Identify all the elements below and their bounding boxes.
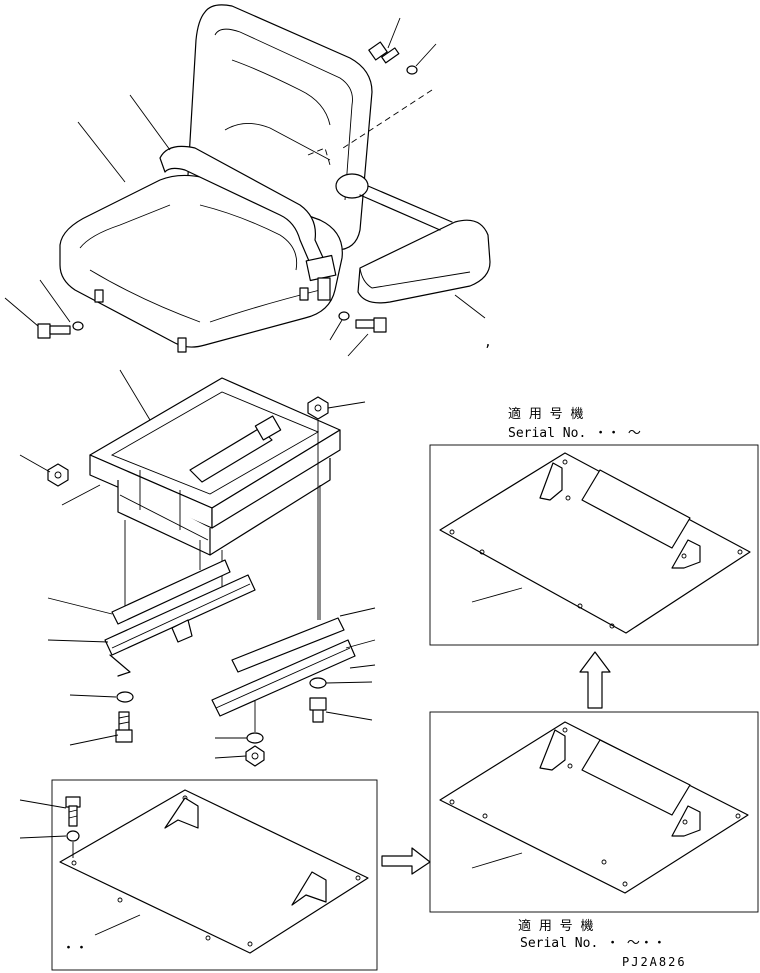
- washer-floor: [66, 830, 80, 842]
- serial-label-upper-en: Serial No. ・・ ～: [508, 426, 641, 441]
- serial-label-lower-jp: 適 用 号 機: [518, 918, 593, 934]
- armrest-attachment-line: [307, 89, 433, 166]
- comma-mark: ,: [484, 335, 492, 350]
- backrest-contour: [214, 28, 353, 201]
- bolt-rail-right: [309, 697, 327, 723]
- drawing-code: PJ2A826: [622, 955, 687, 969]
- bolt-rail-left: [115, 711, 133, 743]
- bolt-top: [368, 41, 400, 64]
- floor-plate-box: ・・: [51, 779, 378, 971]
- serial-label-lower-en: Serial No. ・ ～・・: [520, 936, 666, 951]
- svg-text:・・: ・・: [62, 941, 88, 956]
- seat-assembly: [37, 4, 491, 353]
- washer-rail-left: [116, 691, 134, 703]
- bolt-right-seat: [355, 317, 387, 333]
- washer-center: [246, 732, 264, 744]
- washer-right-seat: [338, 311, 350, 321]
- armrest: [357, 219, 491, 304]
- slide-rail-left: [47, 559, 256, 677]
- washer-left-seat: [72, 321, 84, 331]
- serial-label-upper-jp: 適 用 号 機: [508, 406, 583, 422]
- arrow-right: [381, 847, 431, 875]
- slide-rail-right: [211, 607, 376, 717]
- bolt-floor: [65, 796, 81, 827]
- seat-cushion: [59, 174, 343, 348]
- suspension-frame: [19, 369, 366, 620]
- floor-plate-variant-upper: [429, 444, 759, 646]
- nut-center: [245, 745, 265, 767]
- washer-top: [406, 65, 418, 75]
- bolt-left-seat: [37, 323, 71, 339]
- leader-lines-seat: [4, 17, 486, 357]
- floor-plate: [59, 789, 369, 954]
- arrow-up: [579, 651, 611, 709]
- rail-guide-lines: [124, 420, 321, 620]
- floor-plate-variant-lower: [429, 711, 759, 913]
- nut-frame-right: [307, 396, 329, 420]
- nut-frame-left: [47, 463, 69, 487]
- washer-rail-right: [309, 677, 327, 689]
